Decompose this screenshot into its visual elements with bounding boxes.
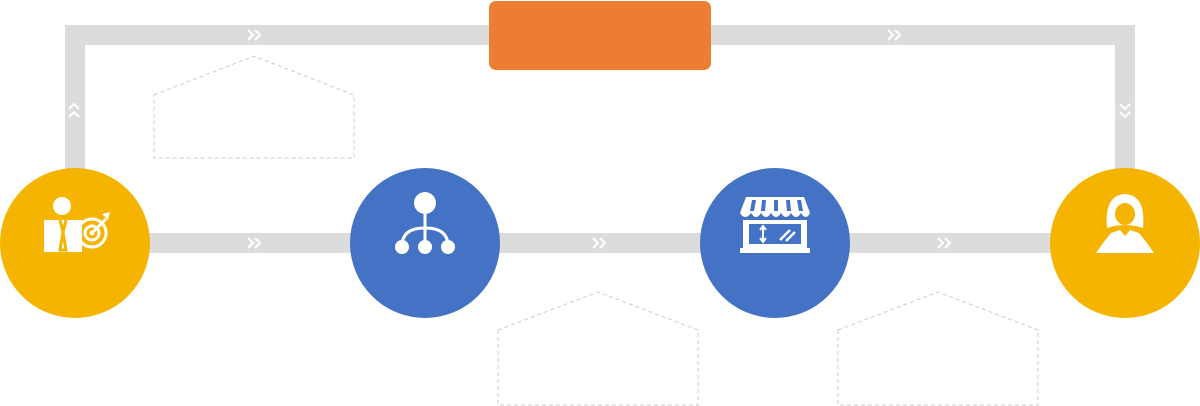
connector-top-left xyxy=(65,25,495,45)
woman-user-icon xyxy=(1096,194,1154,253)
chevron-right-icon xyxy=(592,237,607,249)
chevron-right-icon xyxy=(937,237,952,249)
chevron-right-icon xyxy=(247,29,262,41)
chevron-up-icon xyxy=(68,102,80,118)
chevron-right-icon xyxy=(247,237,262,249)
businessman-target-icon xyxy=(44,197,110,252)
connector-left-vertical xyxy=(65,25,85,175)
placeholder-box-lower-right xyxy=(837,291,1039,406)
chevron-down-icon xyxy=(1119,103,1131,119)
placeholders xyxy=(153,55,1039,406)
top-box xyxy=(489,1,711,70)
connector-right-vertical xyxy=(1115,25,1135,175)
top-box-shape xyxy=(489,1,711,70)
node-store xyxy=(700,168,850,318)
chevron-right-icon xyxy=(887,29,902,41)
storefront-icon xyxy=(740,197,810,253)
placeholder-box-lower-middle xyxy=(497,291,699,406)
placeholder-box-upper-left xyxy=(153,55,355,159)
node-hierarchy xyxy=(350,168,500,318)
node-customer xyxy=(1050,168,1200,318)
connector-bottom xyxy=(140,233,1060,253)
connector-top-right xyxy=(705,25,1135,45)
node-businessman-target xyxy=(0,168,150,318)
hierarchy-network-icon xyxy=(395,192,455,254)
direction-arrows xyxy=(68,29,1131,249)
